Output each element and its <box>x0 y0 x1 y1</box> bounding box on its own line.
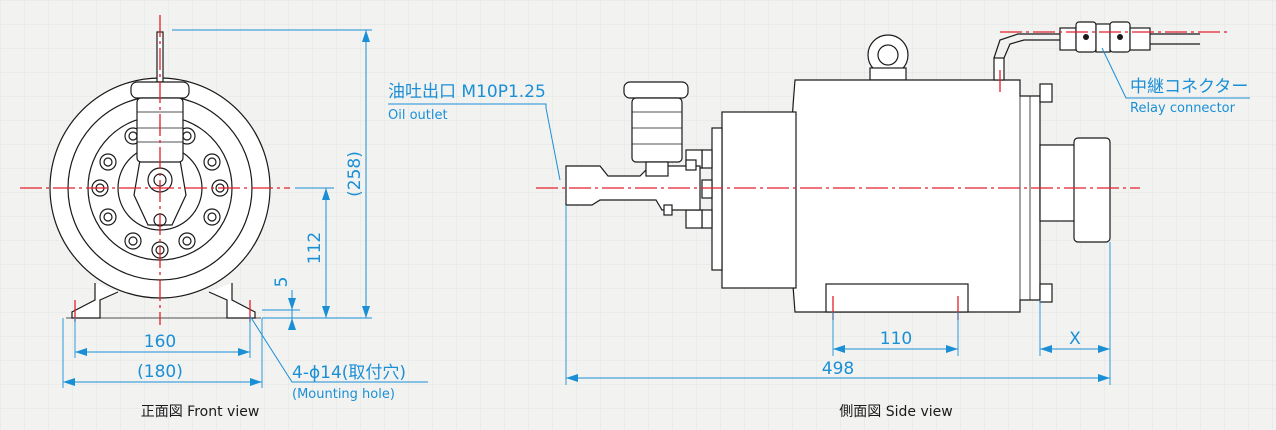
front-feet <box>66 283 261 319</box>
dim-258: (258) <box>345 151 365 197</box>
relay-connector <box>1059 21 1151 53</box>
side-foot-base <box>825 283 969 313</box>
front-plate <box>721 111 797 289</box>
oil-outlet-label-en: Oil outlet <box>388 108 448 123</box>
shaft-housing <box>1039 144 1077 222</box>
side-dimensions <box>388 47 1250 385</box>
shaft-coupling <box>1073 137 1111 243</box>
front-view <box>20 15 290 325</box>
motor-body <box>789 79 1041 313</box>
side-oil-cup <box>623 81 689 177</box>
dim-110: 110 <box>880 329 912 349</box>
side-view <box>536 21 1230 320</box>
side-view-caption: 側面図 Side view <box>839 404 952 420</box>
relay-connector-label: 中継コネクター <box>1130 77 1248 97</box>
oil-outlet-label: 油吐出口 M10P1.25 <box>388 82 546 102</box>
dim-5: 5 <box>272 277 292 288</box>
front-dimensions <box>62 29 428 388</box>
dim-x: X <box>1069 329 1081 349</box>
relay-connector-label-en: Relay connector <box>1130 101 1236 116</box>
mounting-hole-label-en: (Mounting hole) <box>292 387 395 402</box>
dim-160: 160 <box>144 332 176 352</box>
front-view-caption: 正面図 Front view <box>141 404 260 420</box>
dim-112: 112 <box>305 232 325 264</box>
dim-180: (180) <box>137 362 183 382</box>
dim-498: 498 <box>822 359 854 379</box>
pump-body <box>565 165 701 211</box>
mounting-hole-label: 4-ϕ14(取付穴) <box>292 363 406 383</box>
